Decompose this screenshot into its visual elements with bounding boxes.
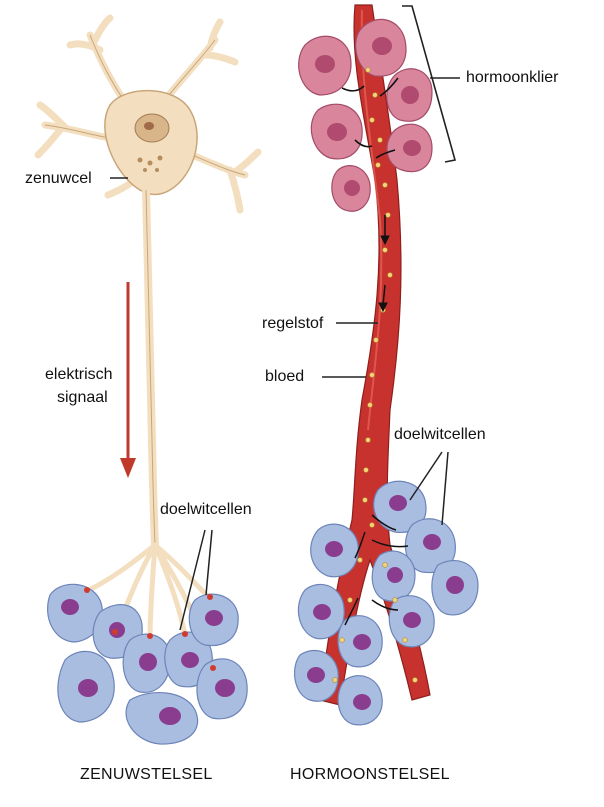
hormone-target-cells [293,480,479,726]
blood-vessel [319,4,431,706]
nervous-system-caption: ZENUWSTELSEL [80,766,213,783]
electric-signal-label-line1: elektrisch [45,366,113,383]
flow-arrows [378,215,390,313]
nerve-target-pointer-b [205,529,213,596]
nerve-target-pointer-a [179,529,206,631]
hormone-target-pointer-b [441,451,449,526]
gland-label: hormoonklier [466,69,559,86]
blood-label: bloed [265,368,305,385]
hormone-particles [332,67,418,683]
nerve-cell [34,14,262,673]
nerve-cell-label: zenuwcel [25,170,92,187]
gland-bracket [402,5,457,163]
hormone-system-caption: HORMOONSTELSEL [290,766,450,783]
hormone-target-pointer-a [409,451,443,501]
signal-arrow [120,282,136,478]
nerve-target-cells-label: doelwitcellen [160,501,252,518]
nerve-target-cells [47,583,248,745]
messenger-label: regelstof [262,315,324,332]
hormone-target-cells-label: doelwitcellen [394,426,486,443]
electric-signal-label-line2: signaal [57,389,108,406]
hormone-gland [298,18,433,212]
